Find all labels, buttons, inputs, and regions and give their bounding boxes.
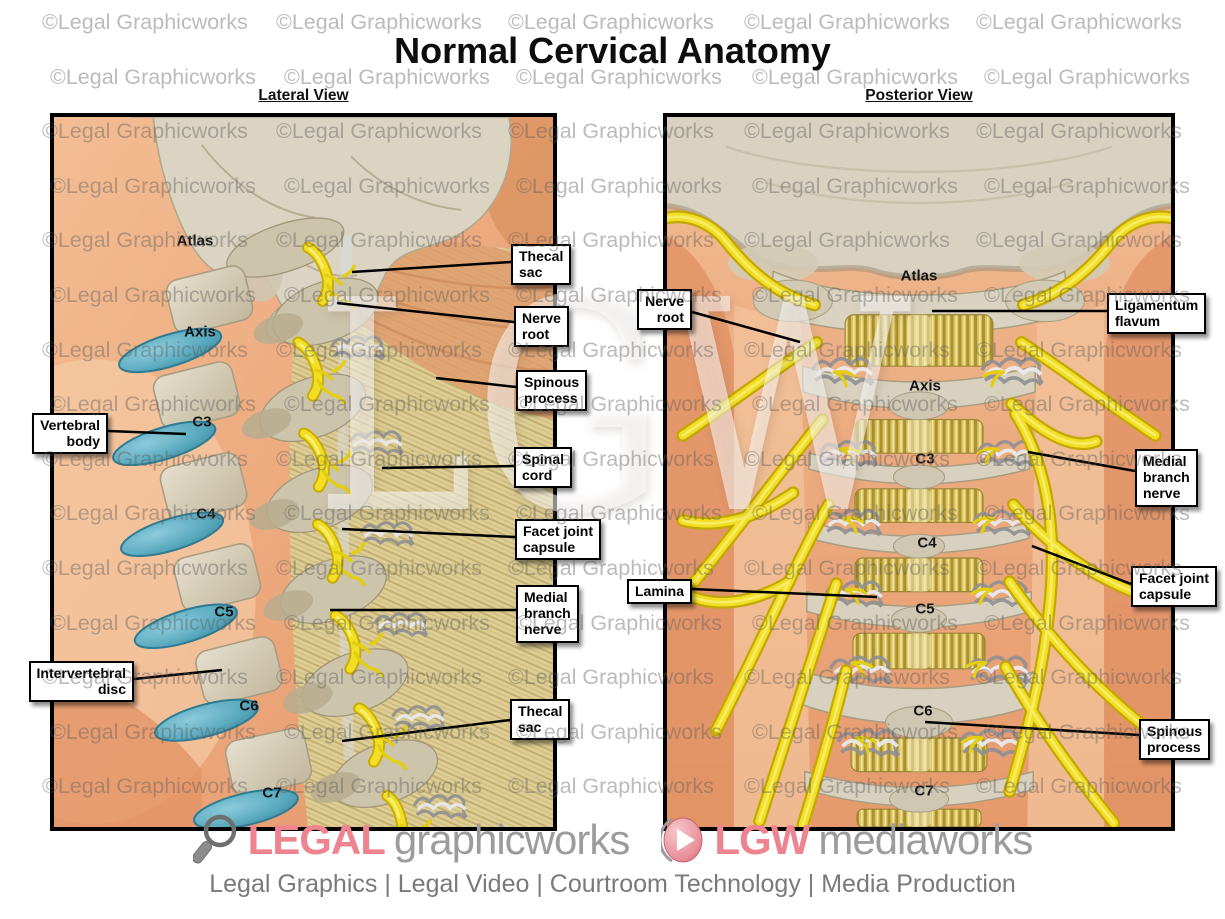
level-label-lateral-axis: Axis xyxy=(184,323,216,341)
posterior-view-panel xyxy=(663,113,1175,831)
label-nerve-root-post: Nerve root xyxy=(637,289,692,331)
label-medial-branch-nerve-post: Medial branch nerve xyxy=(1135,449,1198,507)
footer-tagline: Legal Graphics | Legal Video | Courtroom… xyxy=(209,870,1016,898)
level-label-lateral-c7: C7 xyxy=(262,784,282,802)
label-thecal-sac-upper: Thecal sac xyxy=(511,244,572,286)
lateral-view-heading: Lateral View xyxy=(258,87,349,104)
level-label-lateral-c4: C4 xyxy=(196,505,216,523)
page-title: Normal Cervical Anatomy xyxy=(394,30,831,72)
level-label-lateral-c3: C3 xyxy=(192,413,212,431)
label-spinous-process-post: Spinous process xyxy=(1139,719,1211,761)
posterior-illustration xyxy=(667,117,1171,827)
label-thecal-sac-lower: Thecal sac xyxy=(510,699,571,741)
level-label-posterior-c4: C4 xyxy=(917,534,937,552)
level-label-lateral-c5: C5 xyxy=(214,603,234,621)
vertebral-bodies xyxy=(152,265,313,796)
label-intervertebral-disc: Intervertebral disc xyxy=(28,661,134,703)
level-label-posterior-c6: C6 xyxy=(913,702,933,720)
intervertebral-discs xyxy=(112,327,299,827)
spinous-processes xyxy=(885,391,953,813)
label-vertebral-body: Vertebral body xyxy=(32,413,108,455)
nerve-twigs xyxy=(832,370,1006,754)
level-label-posterior-c7: C7 xyxy=(914,782,934,800)
logo-word-legal: LEGAL xyxy=(247,816,386,863)
label-spinous-process: Spinous process xyxy=(516,370,588,412)
footer-logo: LEGAL graphicworks LGW mediaworks xyxy=(0,812,1225,868)
skull-base-shape xyxy=(667,117,1171,278)
label-lamina: Lamina xyxy=(626,579,692,605)
ligamentum-flavum-bands xyxy=(844,314,994,827)
logo-word-graphicworks: graphicworks xyxy=(393,816,630,863)
logo-word-lgw: LGW xyxy=(714,816,810,863)
magnifier-icon xyxy=(192,814,236,864)
level-label-posterior-c5: C5 xyxy=(915,600,935,618)
label-nerve-root: Nerve root xyxy=(514,306,569,348)
level-label-posterior-c3: C3 xyxy=(915,450,935,468)
posterior-view-heading: Posterior View xyxy=(865,87,973,104)
label-ligamentum-flavum: Ligamentum flavum xyxy=(1107,293,1207,335)
level-label-posterior-atlas: Atlas xyxy=(900,267,938,285)
play-icon xyxy=(661,817,703,863)
level-label-lateral-atlas: Atlas xyxy=(176,232,214,250)
level-label-posterior-axis: Axis xyxy=(909,377,941,395)
level-label-lateral-c6: C6 xyxy=(239,697,259,715)
lateral-view-panel xyxy=(50,113,557,831)
label-spinal-cord: Spinal cord xyxy=(514,447,573,489)
label-medial-branch-nerve: Medial branch nerve xyxy=(516,585,579,643)
label-facet-joint-capsule: Facet joint capsule xyxy=(515,519,602,561)
lateral-illustration xyxy=(54,117,553,827)
logo-word-mediaworks: mediaworks xyxy=(818,816,1033,863)
label-facet-joint-capsule-post: Facet joint capsule xyxy=(1131,566,1218,608)
